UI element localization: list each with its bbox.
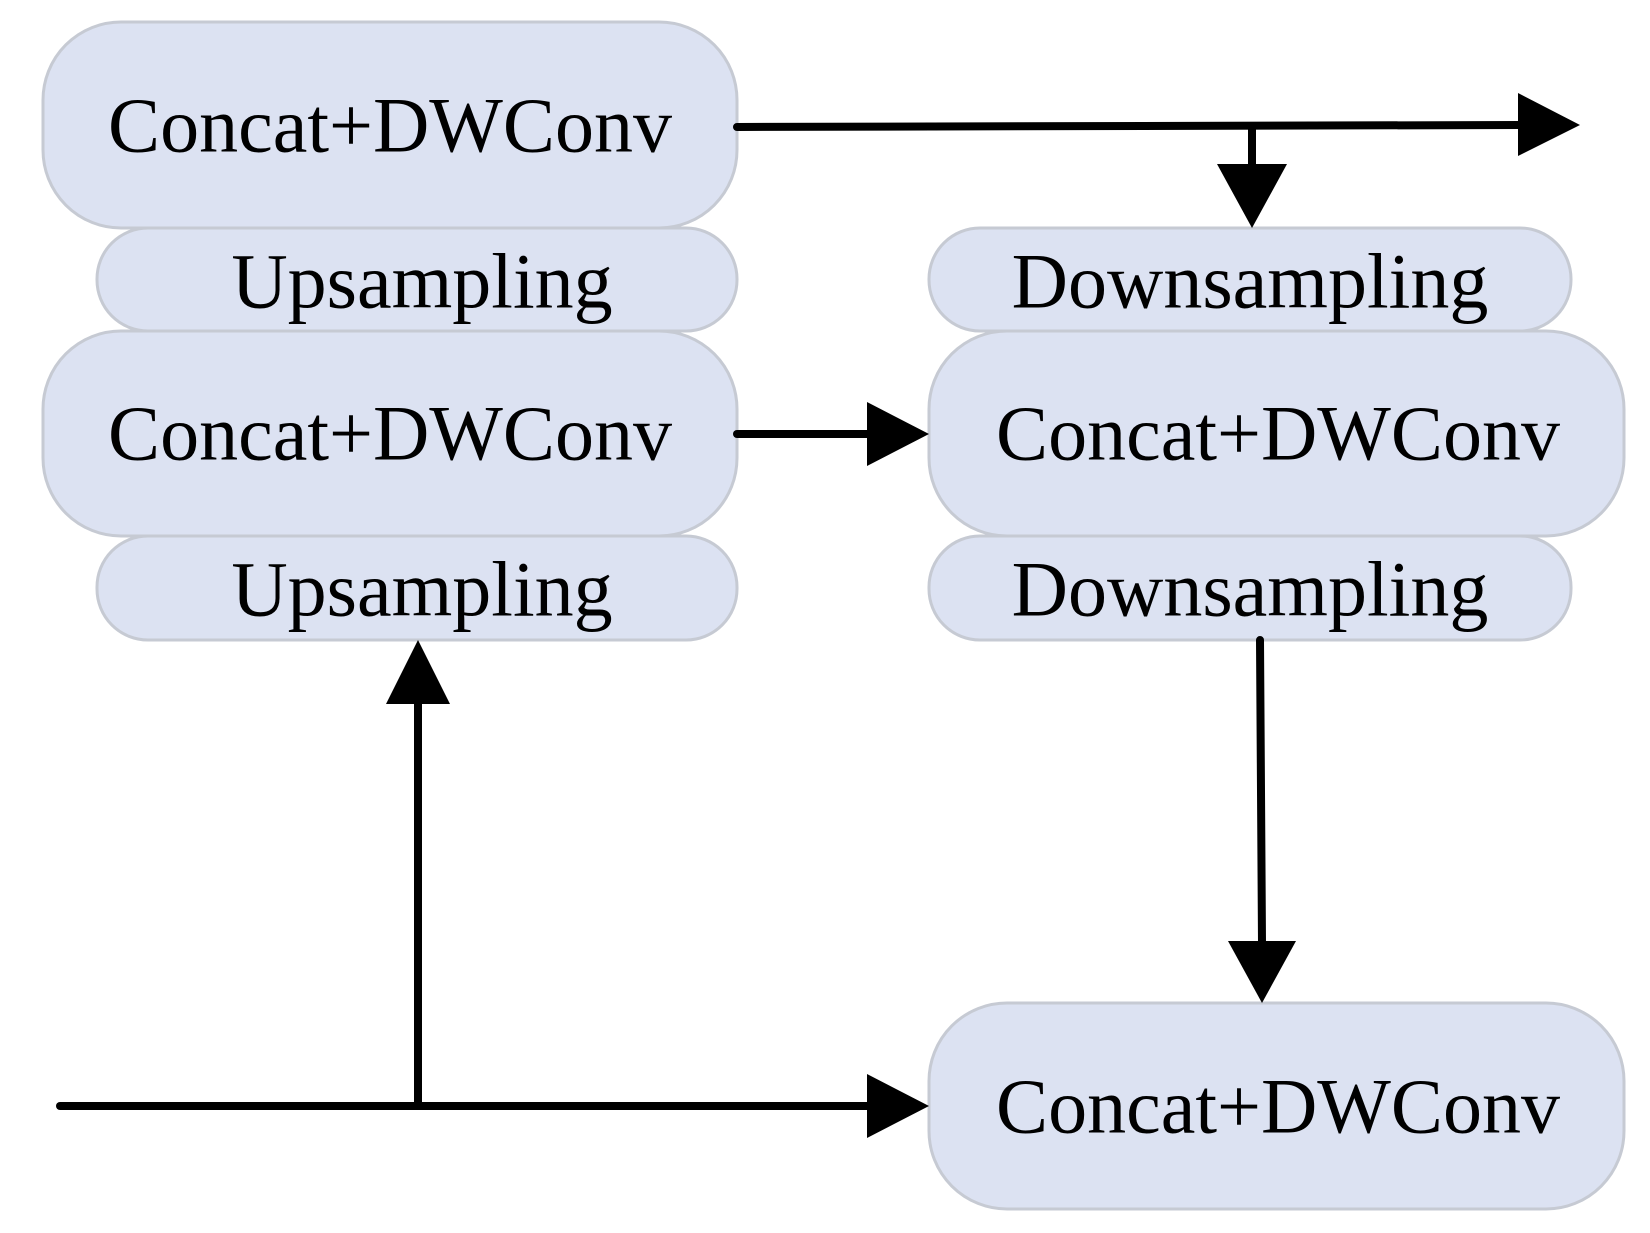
- upsampling-lower-label: Upsampling: [231, 546, 612, 633]
- arrow-top-to-downsampling: [1217, 123, 1287, 228]
- concat-dwconv-mid-left-box: Concat+DWConv: [41, 329, 739, 538]
- concat-dwconv-mid-left-label: Concat+DWConv: [108, 390, 672, 477]
- arrow-top-output: [733, 93, 1580, 156]
- concat-dwconv-top-left-box: Concat+DWConv: [41, 20, 739, 230]
- upsampling-upper-label: Upsampling: [231, 238, 612, 325]
- arrow-input-to-upsampling: [386, 640, 450, 1110]
- downsampling-lower-box: Downsampling: [927, 534, 1573, 642]
- upsampling-lower-box: Upsampling: [95, 534, 739, 642]
- arrowhead-output: [1518, 93, 1580, 156]
- arrowhead-input-to-bottom-right: [867, 1074, 929, 1138]
- concat-dwconv-bottom-right-box: Concat+DWConv: [927, 1001, 1626, 1211]
- downsampling-upper-label: Downsampling: [1012, 238, 1489, 325]
- arrowhead-to-bottom-right: [1228, 941, 1296, 1003]
- arrow-downsampling-to-bottom-right: [1228, 636, 1296, 1003]
- downsampling-upper-box: Downsampling: [927, 226, 1573, 333]
- arrow-input-to-bottom-right: [56, 1074, 929, 1138]
- downsampling-lower-label: Downsampling: [1012, 546, 1489, 633]
- concat-dwconv-top-left-label: Concat+DWConv: [108, 82, 672, 169]
- upsampling-upper-box: Upsampling: [95, 226, 739, 333]
- arrowhead-to-upsampling-lower: [386, 640, 450, 704]
- arrow-mid-left-to-mid-right: [733, 402, 929, 466]
- concat-dwconv-bottom-right-label: Concat+DWConv: [996, 1063, 1560, 1150]
- arrowhead-to-mid-right: [867, 402, 929, 466]
- concat-dwconv-mid-right-label: Concat+DWConv: [996, 390, 1560, 477]
- arrowhead-to-downsampling-upper: [1217, 164, 1287, 228]
- concat-dwconv-mid-right-box: Concat+DWConv: [927, 329, 1626, 538]
